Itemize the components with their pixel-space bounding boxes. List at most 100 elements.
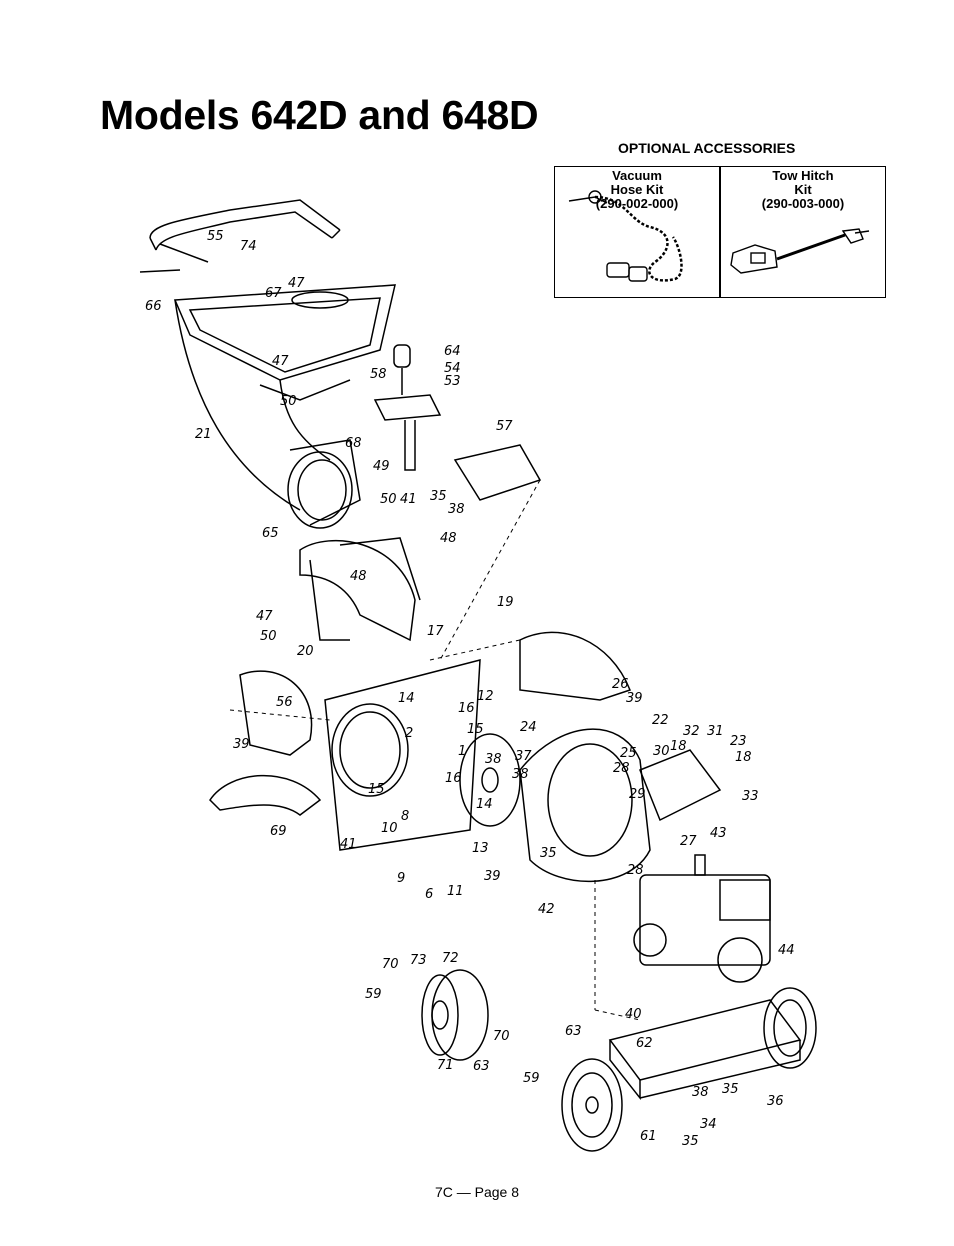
callout-47: 47 <box>272 354 289 369</box>
callout-68: 68 <box>345 436 362 451</box>
callout-43: 43 <box>710 826 727 841</box>
callout-16: 16 <box>445 771 462 786</box>
callout-19: 19 <box>497 595 514 610</box>
page-title: Models 642D and 648D <box>100 92 539 138</box>
callout-10: 10 <box>381 821 398 836</box>
callout-9: 9 <box>397 871 405 886</box>
wheels <box>421 969 817 1152</box>
callout-47: 47 <box>288 276 305 291</box>
callout-63: 63 <box>565 1024 582 1039</box>
callout-38: 38 <box>485 752 502 767</box>
vacuum-line1: Vacuum <box>612 168 662 183</box>
callout-1: 1 <box>458 744 466 759</box>
callout-64: 64 <box>444 344 461 359</box>
accessories-divider <box>719 167 721 297</box>
callout-36: 36 <box>767 1094 784 1109</box>
vacuum-hose-illustration <box>568 190 683 282</box>
tow-hitch-kit-cell: Tow Hitch Kit (290-003-000) <box>721 169 885 211</box>
callout-2: 2 <box>405 726 413 741</box>
callout-20: 20 <box>297 644 314 659</box>
callout-35: 35 <box>430 489 447 504</box>
tow-hitch-illustration <box>730 228 870 274</box>
callout-37: 37 <box>515 749 532 764</box>
callout-40: 40 <box>625 1007 642 1022</box>
callout-39: 39 <box>484 869 501 884</box>
callout-39: 39 <box>233 737 250 752</box>
callout-34: 34 <box>700 1117 717 1132</box>
callout-11: 11 <box>447 884 464 899</box>
callout-14: 14 <box>476 797 493 812</box>
accessories-heading: OPTIONAL ACCESSORIES <box>618 140 796 156</box>
callout-12: 12 <box>477 689 494 704</box>
callout-56: 56 <box>276 695 293 710</box>
lower-chute <box>209 774 322 816</box>
callout-50: 50 <box>380 492 397 507</box>
callout-15: 15 <box>368 782 385 797</box>
page-footer: 7C — Page 8 <box>434 1184 520 1200</box>
tow-line2: Kit <box>794 182 812 197</box>
callout-16: 16 <box>458 701 475 716</box>
callout-8: 8 <box>401 809 409 824</box>
callout-48: 48 <box>440 531 457 546</box>
frame <box>608 999 802 1101</box>
callout-65: 65 <box>262 526 279 541</box>
callout-14: 14 <box>398 691 415 706</box>
callout-30: 30 <box>653 744 670 759</box>
callout-6: 6 <box>425 887 433 902</box>
callout-21: 21 <box>195 427 212 442</box>
callout-18: 18 <box>735 750 752 765</box>
callout-59: 59 <box>523 1071 540 1086</box>
callout-28: 28 <box>627 863 644 878</box>
callout-35: 35 <box>682 1134 699 1149</box>
callout-17: 17 <box>427 624 444 639</box>
callout-70: 70 <box>382 957 399 972</box>
callout-15: 15 <box>467 722 484 737</box>
callout-55: 55 <box>207 229 224 244</box>
callout-31: 31 <box>707 724 724 739</box>
callout-59: 59 <box>365 987 382 1002</box>
callout-41: 41 <box>340 837 357 852</box>
callout-63: 63 <box>473 1059 490 1074</box>
callout-33: 33 <box>742 789 759 804</box>
chute-housing <box>299 537 421 642</box>
chute-ring <box>287 439 361 529</box>
callout-57: 57 <box>496 419 513 434</box>
callout-74: 74 <box>240 239 257 254</box>
callout-67: 67 <box>265 286 282 301</box>
callout-13: 13 <box>472 841 489 856</box>
callout-26: 26 <box>612 677 629 692</box>
callout-62: 62 <box>636 1036 653 1051</box>
callout-24: 24 <box>520 720 537 735</box>
callout-28: 28 <box>613 761 630 776</box>
callout-29: 29 <box>629 787 646 802</box>
callout-32: 32 <box>683 724 700 739</box>
callout-27: 27 <box>680 834 697 849</box>
adjuster-bracket <box>373 344 542 501</box>
callout-70: 70 <box>493 1029 510 1044</box>
callout-38: 38 <box>448 502 465 517</box>
callout-47: 47 <box>256 609 273 624</box>
callout-48: 48 <box>350 569 367 584</box>
callout-22: 22 <box>652 713 669 728</box>
handle-assembly <box>139 199 341 273</box>
main-housing <box>519 631 722 883</box>
callout-71: 71 <box>437 1058 454 1073</box>
callout-25: 25 <box>620 746 637 761</box>
callout-49: 49 <box>373 459 390 474</box>
callout-42: 42 <box>538 902 555 917</box>
vacuum-line2: Hose Kit <box>610 182 664 197</box>
callout-35: 35 <box>540 846 557 861</box>
tow-part-number: (290-003-000) <box>761 196 845 211</box>
callout-38: 38 <box>692 1085 709 1100</box>
callout-72: 72 <box>442 951 459 966</box>
hopper <box>173 284 396 511</box>
callout-69: 69 <box>270 824 287 839</box>
engine <box>633 854 771 983</box>
vacuum-hose-kit-cell: Vacuum Hose Kit (290-002-000) <box>555 169 719 211</box>
accessories-box: Vacuum Hose Kit (290-002-000) Tow Hitch … <box>554 166 886 298</box>
callout-53: 53 <box>444 374 461 389</box>
vacuum-part-number: (290-002-000) <box>595 196 679 211</box>
callout-44: 44 <box>778 943 795 958</box>
callout-18: 18 <box>670 739 687 754</box>
